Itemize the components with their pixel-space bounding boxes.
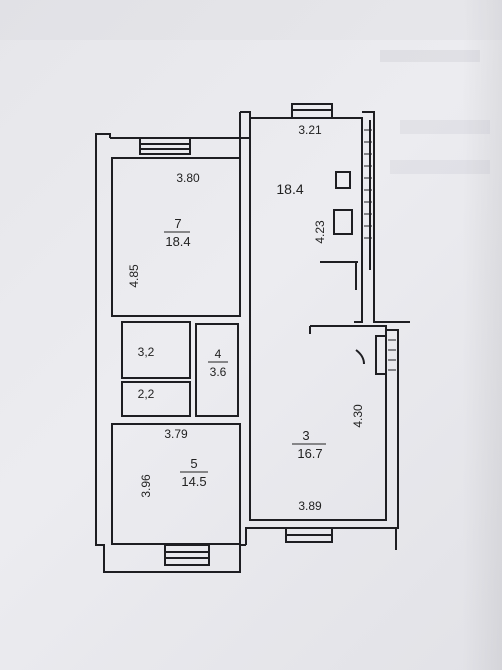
kitchen-length-label: 3.21 xyxy=(298,123,322,137)
room-3-outline xyxy=(254,325,387,521)
room-7-number-label: 7 xyxy=(174,216,181,231)
window-room-5 xyxy=(164,544,210,566)
window-room-7 xyxy=(139,137,191,155)
room-3-length-label: 3.89 xyxy=(298,499,322,513)
room-4-outline xyxy=(195,323,239,417)
paper-shadow xyxy=(462,0,502,670)
room-5-outline xyxy=(111,423,241,545)
kitchen-area-label: 18.4 xyxy=(276,181,303,197)
top-wall-left xyxy=(110,112,251,139)
room-32-outline xyxy=(121,321,191,379)
radiator-hatches xyxy=(364,129,396,371)
room-5-length-label: 3.79 xyxy=(164,427,188,441)
room-7-length-label: 3.80 xyxy=(176,171,200,185)
door-swing xyxy=(355,349,365,365)
bottom-wall-right xyxy=(245,527,397,550)
room-22-outline xyxy=(121,381,191,417)
room-3-shelf xyxy=(375,335,387,375)
room-3-number-label: 3 xyxy=(302,428,309,443)
room-7-width-label: 4.85 xyxy=(127,264,141,288)
sink xyxy=(333,209,353,235)
room-3-width-label: 4.30 xyxy=(351,404,365,428)
room-22-label: 2,2 xyxy=(138,387,155,401)
room-5-area-label: 14.5 xyxy=(181,474,206,489)
room-32-label: 3,2 xyxy=(138,345,155,359)
room-5-width-label: 3.96 xyxy=(139,474,153,498)
room-5-number-label: 5 xyxy=(190,456,197,471)
room-4-number-label: 4 xyxy=(215,347,222,361)
kitchen-width-label: 4.23 xyxy=(313,220,327,244)
corridor-wall xyxy=(240,111,254,521)
bleed-through-text xyxy=(0,0,502,174)
left-outer-wall xyxy=(95,133,246,573)
room-3-area-label: 16.7 xyxy=(297,446,322,461)
walls xyxy=(95,103,410,573)
room-4-area-label: 3.6 xyxy=(210,365,227,379)
kitchen-outer-wall xyxy=(362,111,410,323)
room-7-area-label: 18.4 xyxy=(165,234,190,249)
kitchen-outline xyxy=(250,117,363,323)
stove xyxy=(335,171,351,189)
